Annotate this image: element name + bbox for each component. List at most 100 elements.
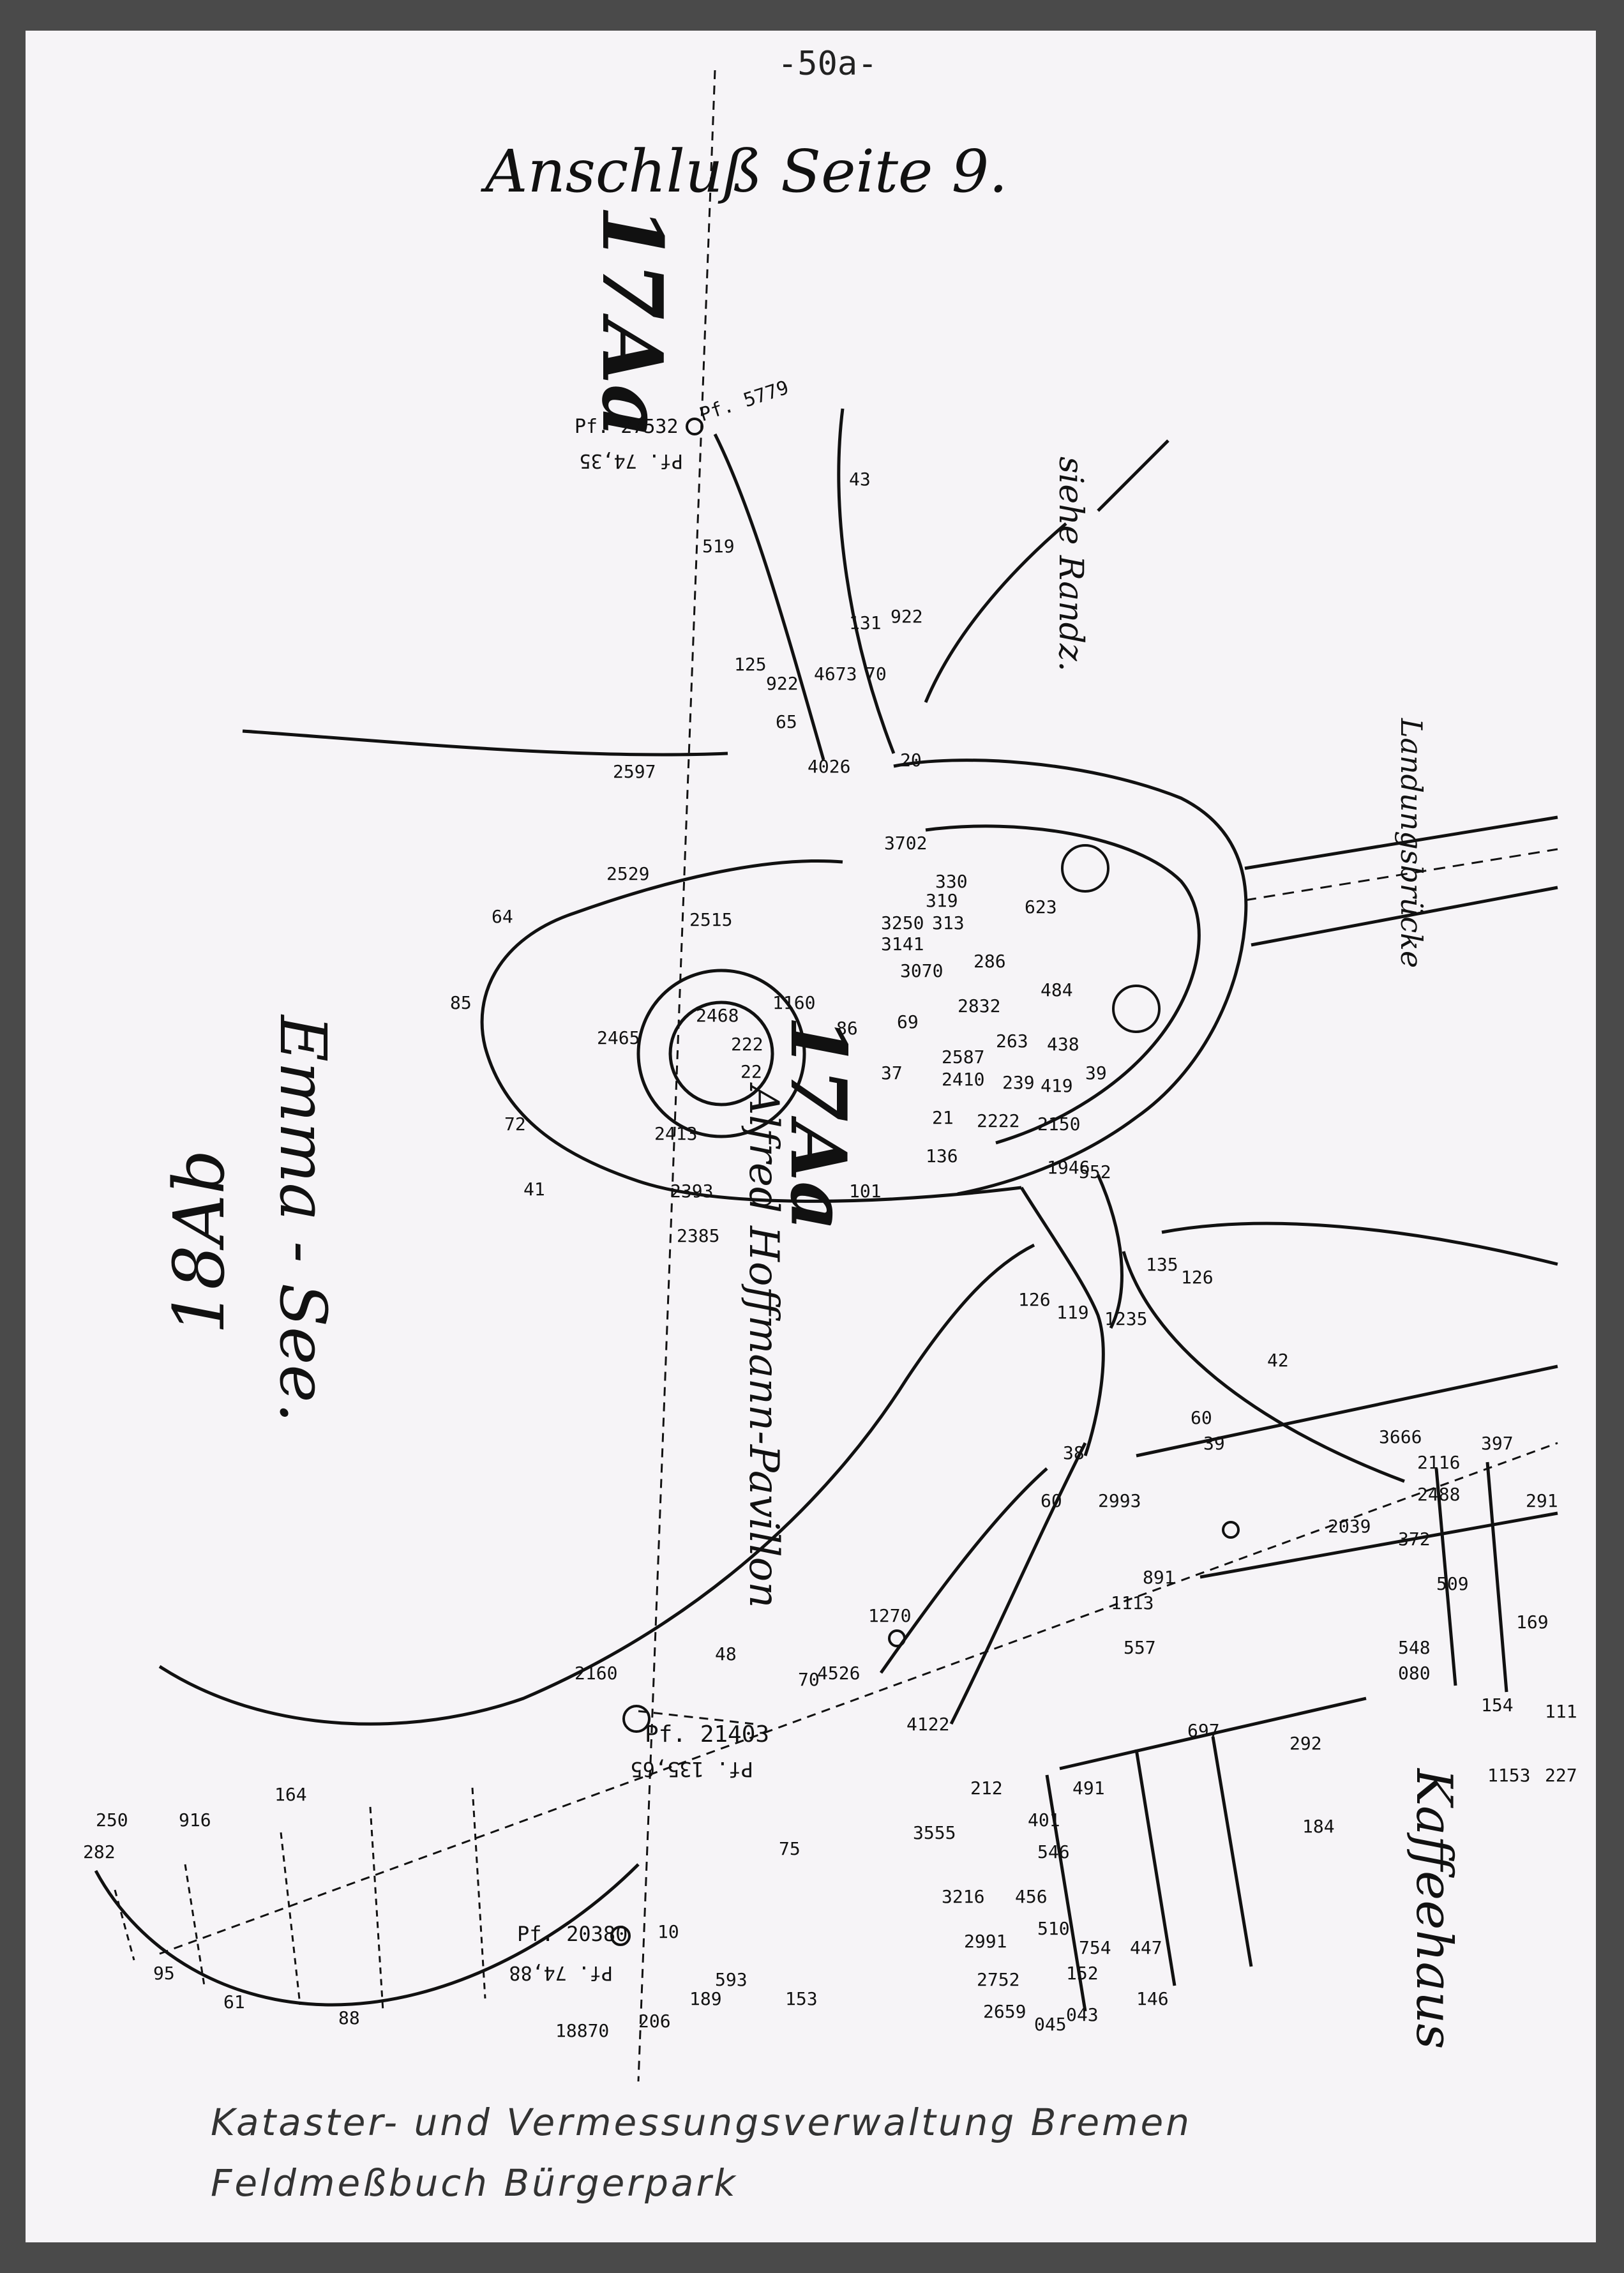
landing-bridge-center xyxy=(1244,848,1558,902)
measurement: 2116 xyxy=(1417,1452,1460,1473)
measurement: 546 xyxy=(1037,1841,1070,1862)
measurement: 189 xyxy=(689,1988,722,2009)
measurement: 88 xyxy=(338,2007,360,2028)
road-east xyxy=(1161,1221,1558,1266)
pavilion-inner-ring xyxy=(668,1001,774,1106)
measurement: 510 xyxy=(1037,1918,1070,1939)
measurement: 080 xyxy=(1398,1663,1431,1684)
measurement: 131 xyxy=(849,612,882,633)
measurement: 2160 xyxy=(575,1663,617,1684)
caption-agency: Kataster- und Vermessungsverwaltung Brem… xyxy=(211,2101,1192,2144)
measurement: 43 xyxy=(849,469,871,490)
measurement: 86 xyxy=(836,1018,858,1039)
measurement: 282 xyxy=(83,1841,116,1862)
measurement: 045 xyxy=(1034,2014,1067,2035)
measurement: 125 xyxy=(734,654,767,675)
hexagon-b xyxy=(1112,985,1161,1033)
cafe-grid-d xyxy=(1434,1468,1457,1686)
measurement: 2993 xyxy=(1098,1490,1141,1511)
measurement: 1160 xyxy=(772,992,815,1013)
measurement: 2488 xyxy=(1417,1484,1460,1505)
measurement: 1113 xyxy=(1111,1592,1154,1613)
measurement: 146 xyxy=(1136,1988,1169,2009)
measurement: 491 xyxy=(1072,1778,1105,1799)
measurement: 227 xyxy=(1545,1765,1577,1786)
measurement: 043 xyxy=(1066,2004,1099,2025)
measurement: 2529 xyxy=(606,863,649,884)
measurement: 484 xyxy=(1041,979,1073,1001)
measurement: 3702 xyxy=(884,833,927,854)
measurement: 60 xyxy=(1041,1490,1062,1511)
measurement: 38 xyxy=(1063,1442,1085,1463)
measurement: 136 xyxy=(926,1145,958,1167)
survey-point-marker-21403 xyxy=(622,1705,650,1733)
measurement: 48 xyxy=(715,1643,737,1665)
measurement: 2587 xyxy=(942,1046,984,1068)
measurement: 101 xyxy=(849,1181,882,1202)
measurement: 169 xyxy=(1516,1612,1549,1633)
measurement: 42 xyxy=(1267,1350,1289,1371)
road-southeast xyxy=(1122,1251,1405,1483)
measurement: 2410 xyxy=(942,1069,984,1090)
cafe-grid-e xyxy=(1485,1461,1508,1693)
measurement: 41 xyxy=(523,1179,545,1200)
measurement: 2832 xyxy=(958,995,1000,1016)
measurement: 697 xyxy=(1187,1720,1220,1741)
measurement: 119 xyxy=(1056,1302,1089,1323)
measurement: 372 xyxy=(1398,1529,1431,1550)
survey-point-label-20380: Pf. 20380 xyxy=(517,1922,628,1946)
measurement: 3666 xyxy=(1379,1426,1422,1447)
caption-book: Feldmeßbuch Bürgerpark xyxy=(211,2161,738,2205)
measurement: 135 xyxy=(1146,1254,1178,1275)
survey-point-sub-20380: Pf. 74,88 xyxy=(509,1961,613,1984)
header-note: Anschluß Seite 9. xyxy=(480,137,1007,206)
measurement: 20 xyxy=(900,750,922,771)
path-north-d xyxy=(1097,439,1169,512)
landing-bridge-bottom xyxy=(1251,886,1558,947)
measurement: 18870 xyxy=(555,2020,609,2041)
measurement: 164 xyxy=(274,1784,307,1805)
lake-name: Emma - See. xyxy=(266,1014,340,1423)
measurement: 37 xyxy=(881,1062,903,1084)
measurement: 2393 xyxy=(670,1181,713,1202)
survey-point-sub-27532: Pf. 74,35 xyxy=(579,449,683,472)
parcel-label-lower-left: 18Ab xyxy=(158,1149,240,1334)
pavilion-outer-ring xyxy=(636,969,806,1138)
measurement: 70 xyxy=(865,663,887,684)
survey-point-marker-20380 xyxy=(610,1926,631,1946)
measurement: 2150 xyxy=(1037,1114,1080,1135)
measurement: 447 xyxy=(1130,1937,1162,1958)
measurement: 3141 xyxy=(881,933,924,955)
path-north-b xyxy=(837,408,896,754)
measurement: 557 xyxy=(1124,1637,1156,1658)
survey-sheet xyxy=(26,31,1596,2242)
measurement: 291 xyxy=(1526,1490,1558,1511)
road-center-a xyxy=(1019,1186,1105,1456)
measurement-labels: 519 43 131 922 125 922 4673 70 65 4026 2… xyxy=(83,469,1577,2041)
measurement: 95 xyxy=(153,1963,175,1984)
measurement: 250 xyxy=(96,1809,128,1831)
pavilion-name: Alfred Hoffmann-Pavillon xyxy=(740,1082,787,1608)
cafe-grid-a xyxy=(1059,1696,1367,1771)
island-inner xyxy=(925,824,1201,1145)
measurement: 319 xyxy=(926,890,958,911)
measurement: 623 xyxy=(1025,896,1057,918)
path-north-a xyxy=(713,433,825,760)
measurement: 292 xyxy=(1289,1733,1322,1754)
measurement: 206 xyxy=(638,2011,671,2032)
measurement: 438 xyxy=(1047,1034,1079,1055)
measurement: 2413 xyxy=(654,1123,697,1144)
measurement: 184 xyxy=(1302,1816,1335,1837)
path-north-c xyxy=(924,522,1067,703)
measurement: 2597 xyxy=(613,761,656,782)
survey-line-a xyxy=(159,1442,1558,1955)
survey-point-marker-27532 xyxy=(686,418,703,435)
measurement: 69 xyxy=(897,1011,919,1032)
lake-outline xyxy=(480,859,1022,1203)
survey-point-label-21403: Pf. 21403 xyxy=(645,1721,769,1748)
measurement: 1946 xyxy=(1047,1157,1090,1178)
measurement: 2752 xyxy=(977,1969,1019,1990)
measurement: 3555 xyxy=(913,1822,956,1843)
measurement: 61 xyxy=(223,1991,245,2012)
